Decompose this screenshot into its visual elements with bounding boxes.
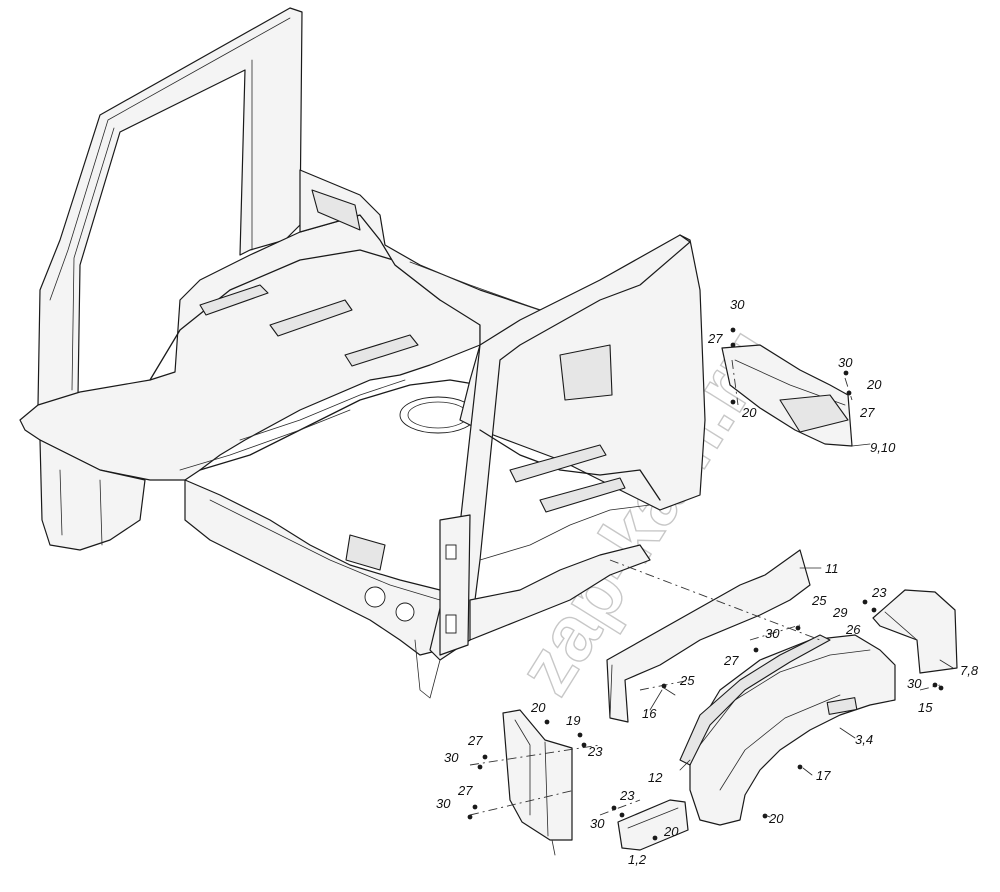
callout-15: 15 bbox=[918, 700, 933, 715]
callout-19: 19 bbox=[566, 713, 580, 728]
callout-30: 30 bbox=[436, 796, 451, 811]
leader-lines bbox=[551, 443, 954, 856]
callout-9-10: 9,10 bbox=[870, 440, 896, 455]
floor-rib-mid bbox=[269, 299, 353, 337]
fasteners bbox=[467, 327, 944, 841]
callout-27: 27 bbox=[859, 405, 875, 420]
callout-16: 16 bbox=[642, 706, 657, 721]
callout-30: 30 bbox=[765, 626, 780, 641]
callout-17: 17 bbox=[816, 768, 831, 783]
step-plate bbox=[617, 799, 689, 851]
callout-12: 12 bbox=[648, 770, 663, 785]
callout-30: 30 bbox=[730, 297, 745, 312]
right-lower-sill bbox=[469, 544, 651, 641]
right-door-frame bbox=[429, 234, 691, 661]
callout-27: 23 bbox=[619, 788, 635, 803]
callout-30: 30 bbox=[907, 676, 922, 691]
wing-extension-7-8 bbox=[872, 589, 958, 674]
callout-27: 27 bbox=[707, 331, 723, 346]
rear-vent bbox=[559, 344, 613, 401]
splash-shield-11 bbox=[606, 549, 811, 723]
right-pillar bbox=[439, 514, 471, 656]
callout-20: 20 bbox=[741, 405, 757, 420]
callout-23: 23 bbox=[871, 585, 887, 600]
callout-3-4: 3,4 bbox=[855, 732, 873, 747]
callout-27: 27 bbox=[467, 733, 483, 748]
floor-rib-right bbox=[344, 334, 419, 367]
callout-23: 23 bbox=[587, 744, 603, 759]
front-lower-panel bbox=[184, 479, 471, 656]
left-step-well bbox=[39, 439, 146, 551]
callout-20: 20 bbox=[866, 377, 882, 392]
callout-11: 11 bbox=[825, 561, 839, 576]
callout-27: 27 bbox=[457, 783, 473, 798]
splash-guard-1-2 bbox=[502, 709, 573, 841]
arch-edge-strip-12 bbox=[679, 634, 831, 766]
callout-26: 26 bbox=[845, 622, 861, 637]
callout-30: 30 bbox=[444, 750, 459, 765]
callout-25: 25 bbox=[679, 673, 695, 688]
callout-29: 29 bbox=[832, 605, 847, 620]
callout-27: 27 bbox=[723, 653, 739, 668]
rear-window-left bbox=[311, 189, 361, 231]
callout-20: 1,2 bbox=[628, 852, 647, 867]
callout-20: 20 bbox=[768, 811, 784, 826]
callout-labels: 30 27 20 30 20 27 9,10 11 23 25 29 30 26… bbox=[436, 297, 979, 867]
cab-body-assembly bbox=[19, 7, 706, 699]
callout-25: 25 bbox=[811, 593, 827, 608]
wheel-arch-3-4 bbox=[689, 634, 896, 826]
callout-30: 20 bbox=[663, 824, 679, 839]
floor-rib-left bbox=[199, 284, 269, 316]
callout-23: 30 bbox=[590, 816, 605, 831]
callout-7-8: 7,8 bbox=[960, 663, 979, 678]
callout-30: 30 bbox=[838, 355, 853, 370]
callout-20: 20 bbox=[530, 700, 546, 715]
